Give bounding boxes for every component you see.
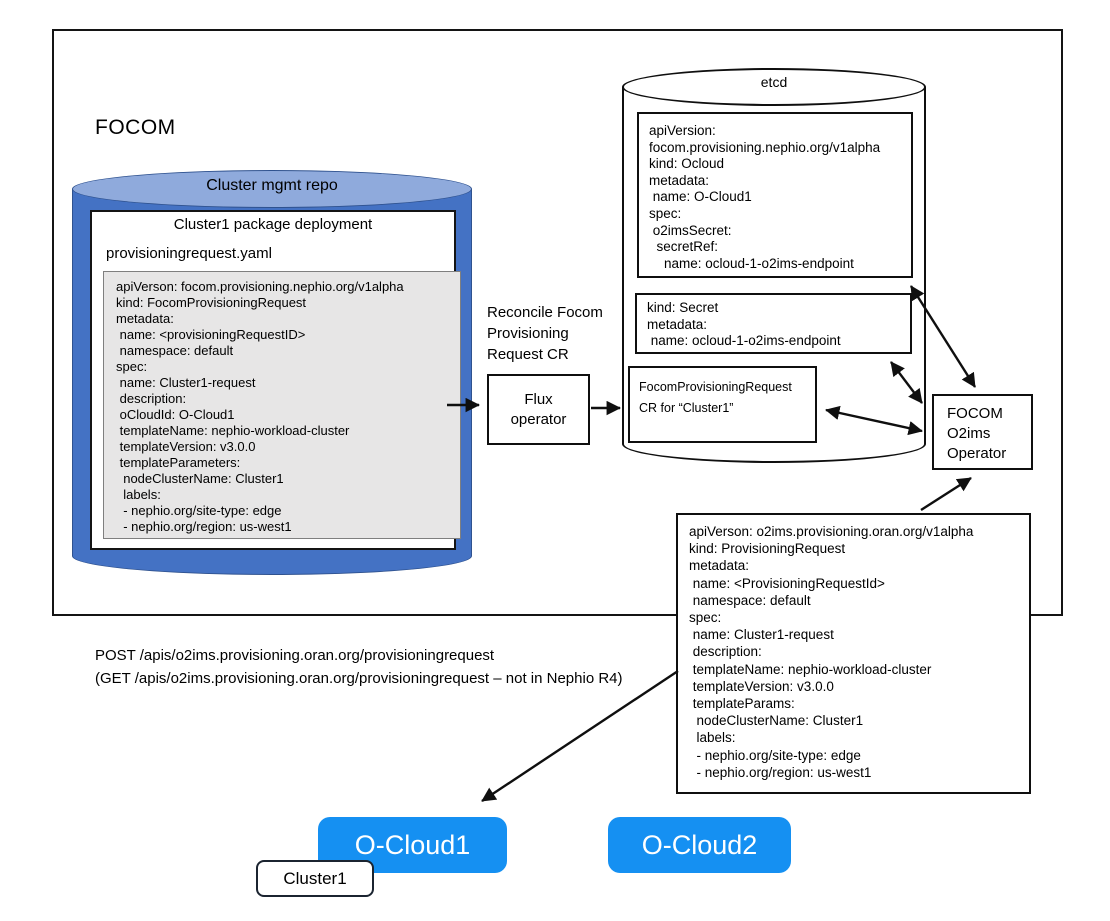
flux-operator-box: Flux operator bbox=[487, 374, 590, 445]
o2ims-provisioning-request-yaml-box: apiVerson: o2ims.provisioning.oran.org/v… bbox=[676, 513, 1031, 794]
focom-provisioning-request-cr-box: FocomProvisioningRequest CR for “Cluster… bbox=[628, 366, 817, 443]
o-cloud2-node: O-Cloud2 bbox=[608, 817, 791, 873]
etcd-cylinder-top bbox=[622, 68, 926, 106]
etcd-title: etcd bbox=[760, 74, 788, 90]
repo-title: Cluster mgmt repo bbox=[206, 177, 338, 194]
api-endpoints-text: POST /apis/o2ims.provisioning.oran.org/p… bbox=[95, 647, 623, 687]
repo-cylinder-top bbox=[72, 170, 472, 208]
o-cloud1-node: O-Cloud1 bbox=[318, 817, 507, 873]
ocloud-cr-yaml-box: apiVersion: focom.provisioning.nephio.or… bbox=[637, 112, 913, 278]
package-deployment-title: Cluster1 package deployment bbox=[173, 216, 373, 233]
focom-provisioning-request-yaml-code: apiVerson: focom.provisioning.nephio.org… bbox=[103, 271, 461, 539]
focom-o2ims-operator-box: FOCOM O2ims Operator bbox=[932, 394, 1033, 470]
cluster1-badge: Cluster1 bbox=[256, 860, 374, 897]
secret-yaml-box: kind: Secret metadata: name: ocloud-1-o2… bbox=[635, 293, 912, 354]
provisioningrequest-yaml-filename: provisioningrequest.yaml bbox=[106, 245, 272, 262]
focom-title: FOCOM bbox=[95, 116, 176, 139]
reconcile-label: Reconcile Focom Provisioning Request CR bbox=[487, 304, 603, 363]
arrow-yaml-to-ocloud1 bbox=[481, 669, 679, 803]
